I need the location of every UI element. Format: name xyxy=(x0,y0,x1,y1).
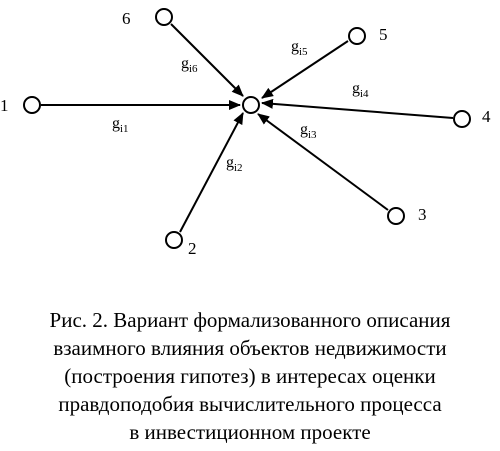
node-center xyxy=(242,96,260,114)
caption-line: (построения гипотез) в интересах оценки xyxy=(64,364,436,388)
node-6 xyxy=(155,8,173,26)
node-label-4: 4 xyxy=(482,107,491,126)
node-label-2: 2 xyxy=(188,239,197,258)
edge-labels: gi1 gi2 gi3 gi4 gi5 gi6 xyxy=(112,38,369,174)
caption-line: взаимного влияния объектов недвижимости xyxy=(53,336,447,360)
node-2 xyxy=(165,231,183,249)
influence-diagram: 1 2 3 4 5 6 gi1 gi2 gi3 gi4 gi5 gi6 xyxy=(0,8,491,258)
caption-line: Рис. 2. Вариант формализованного описани… xyxy=(49,308,451,332)
edge-2-to-center xyxy=(179,112,244,233)
edge-label-i1: gi1 xyxy=(112,115,129,135)
figure-caption: Рис. 2. Вариант формализованного описани… xyxy=(0,306,500,446)
node-4 xyxy=(453,110,471,128)
node-label-1: 1 xyxy=(0,96,9,115)
node-label-6: 6 xyxy=(122,9,131,28)
node-1 xyxy=(23,96,41,114)
node-5 xyxy=(348,27,366,45)
node-labels: 1 2 3 4 5 6 xyxy=(0,9,491,258)
edge-label-i6: gi6 xyxy=(181,55,198,75)
edge-label-i5: gi5 xyxy=(291,38,308,58)
edge-label-i4: gi4 xyxy=(352,80,369,100)
caption-line: в инвестиционном проекте xyxy=(129,420,371,444)
edges xyxy=(41,23,454,233)
edge-3-to-center xyxy=(257,113,389,211)
node-3 xyxy=(387,207,405,225)
edge-6-to-center xyxy=(170,23,244,97)
edge-label-i3: gi3 xyxy=(300,121,317,141)
edge-label-i2: gi2 xyxy=(226,154,243,174)
nodes xyxy=(23,8,471,249)
edge-4-to-center xyxy=(261,98,454,119)
edge-5-to-center xyxy=(261,40,349,99)
node-label-3: 3 xyxy=(418,205,427,224)
caption-line: правдоподобия вычислительного процесса xyxy=(58,392,442,416)
node-label-5: 5 xyxy=(379,25,388,44)
